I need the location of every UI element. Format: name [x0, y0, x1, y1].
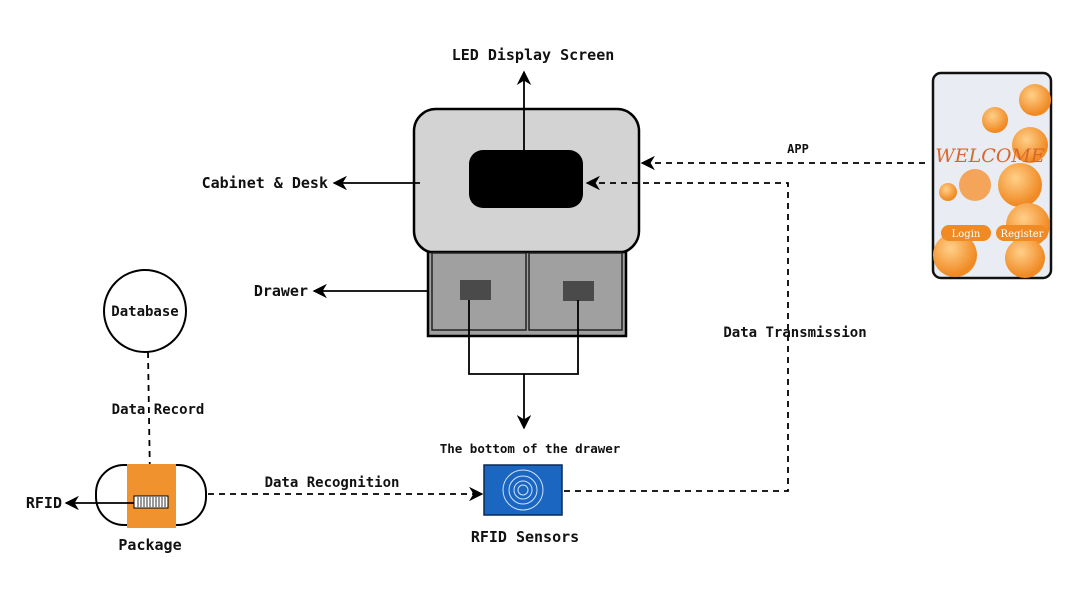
signal-rings-icon [502, 469, 544, 511]
database-label: Database [111, 304, 178, 320]
data-transmission-label: Data Transmission [723, 325, 866, 341]
cabinet-desk-label: Cabinet & Desk [202, 174, 328, 192]
welcome-text: WELCOME [935, 145, 1045, 167]
register-button[interactable] [996, 225, 1048, 241]
package-label: Package [118, 536, 181, 554]
drawer-bottom-connector [468, 300, 579, 430]
led-screen [469, 150, 583, 208]
rfid-label: RFID [26, 494, 62, 512]
rfid-sensor-node [483, 464, 563, 516]
app-label: APP [787, 142, 809, 156]
drawer-label: Drawer [254, 282, 308, 300]
drawer-handle-right [563, 281, 594, 301]
login-button-label: Login [952, 229, 981, 240]
data-transmission-line [564, 175, 789, 492]
drawer-handle-left [460, 280, 491, 300]
bottom-of-drawer-label: The bottom of the drawer [440, 441, 621, 456]
drawer-unit [426, 250, 628, 338]
register-button-label: Register [1001, 229, 1044, 240]
database-node [103, 269, 187, 353]
phone-app-mockup: WELCOME Login Register [931, 71, 1053, 280]
data-recognition-label: Data Recognition [265, 475, 400, 491]
package-node [95, 464, 207, 528]
cabinet [412, 107, 641, 255]
led-display-label: LED Display Screen [452, 46, 615, 64]
login-button[interactable] [941, 225, 991, 241]
data-record-label: Data Record [112, 402, 205, 418]
rfid-tag-icon [133, 495, 169, 509]
rfid-sensors-label: RFID Sensors [471, 528, 579, 546]
